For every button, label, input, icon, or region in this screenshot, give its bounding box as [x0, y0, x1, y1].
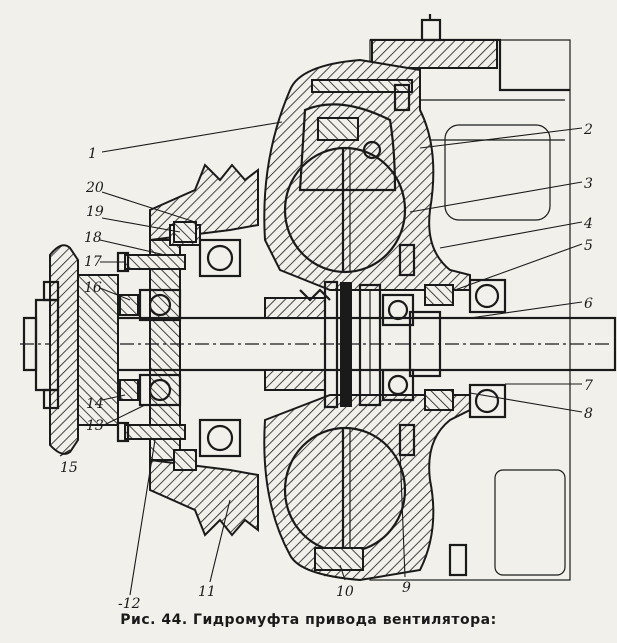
wheel-disks	[323, 280, 382, 409]
callout-5: 5	[584, 238, 593, 254]
bearings	[138, 238, 507, 458]
callout-1: 1	[88, 146, 97, 162]
pulley-hub	[149, 163, 259, 537]
callout-11: 11	[198, 584, 216, 600]
callout-7: 7	[584, 378, 593, 394]
callout-9: 9	[402, 580, 411, 596]
callout-2: 2	[583, 122, 593, 138]
callout-8: 8	[584, 406, 593, 422]
casing-bolts	[311, 79, 413, 571]
callout-4: 4	[583, 216, 593, 232]
upper-casing	[263, 58, 471, 291]
callout-18: 18	[84, 230, 102, 246]
leader-lines	[59, 121, 583, 596]
housing-block	[323, 14, 571, 581]
callout-12: -12	[118, 596, 141, 612]
torus-upper	[283, 146, 407, 274]
callout-10: 10	[336, 584, 354, 600]
callout-20: 20	[85, 180, 104, 196]
callout-3: 3	[584, 176, 593, 192]
callout-13: 13	[86, 418, 104, 434]
callout-17: 17	[84, 254, 102, 270]
callout-6: 6	[584, 296, 593, 312]
fan-flange	[22, 244, 119, 455]
callout-14: 14	[86, 396, 104, 412]
callout-16: 16	[84, 280, 102, 296]
callout-labels: 1 2 3 4 5 6 7 8 9 10 11 -12 13 14 15 16 …	[60, 122, 593, 612]
lower-casing	[263, 394, 471, 582]
figure-caption: Рис. 44. Гидромуфта привода вентилятора:	[120, 612, 497, 628]
callout-15: 15	[60, 460, 78, 476]
right-seals	[398, 243, 454, 457]
hub-bolts	[116, 251, 186, 443]
callout-19: 19	[86, 204, 104, 220]
